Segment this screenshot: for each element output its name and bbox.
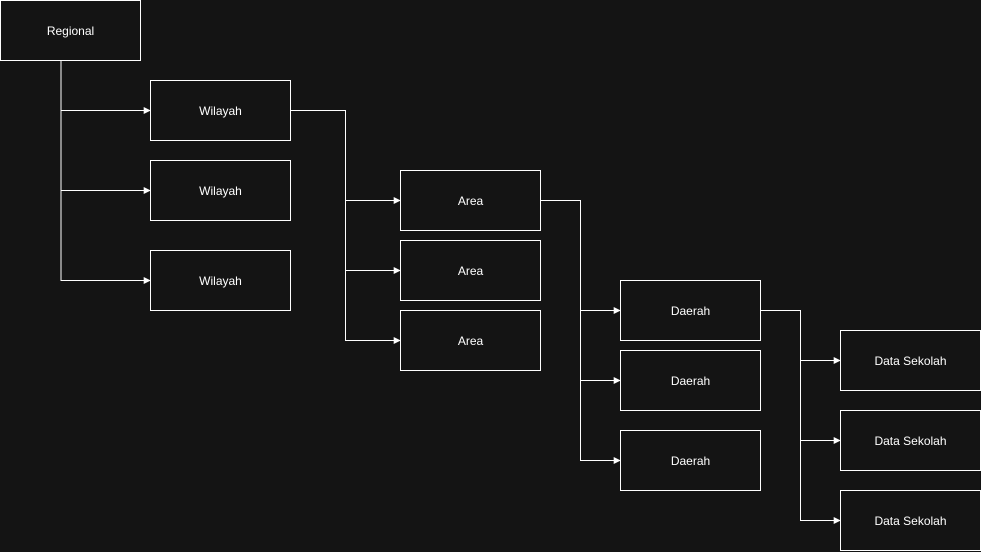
connector-regional-to-wilayah_2	[60, 61, 151, 194]
connector-daerah_1-to-sekolah_3	[761, 310, 841, 524]
node-daerah-1[interactable]: Daerah	[620, 280, 761, 341]
node-daerah-2[interactable]: Daerah	[620, 350, 761, 411]
node-wilayah-3[interactable]: Wilayah	[150, 250, 291, 311]
node-wilayah-1[interactable]: Wilayah	[150, 80, 291, 141]
node-regional[interactable]: Regional	[0, 0, 141, 61]
connector-regional-to-wilayah_1	[60, 61, 151, 114]
node-data-sekolah-3[interactable]: Data Sekolah	[840, 490, 981, 551]
connector-wilayah_1-to-area_3	[291, 110, 401, 344]
node-wilayah-2[interactable]: Wilayah	[150, 160, 291, 221]
node-area-1[interactable]: Area	[400, 170, 541, 231]
connector-regional-to-wilayah_3	[60, 61, 151, 284]
node-data-sekolah-1[interactable]: Data Sekolah	[840, 330, 981, 391]
node-data-sekolah-2[interactable]: Data Sekolah	[840, 410, 981, 471]
connector-area_1-to-daerah_3	[541, 200, 621, 464]
node-area-3[interactable]: Area	[400, 310, 541, 371]
node-area-2[interactable]: Area	[400, 240, 541, 301]
node-daerah-3[interactable]: Daerah	[620, 430, 761, 491]
